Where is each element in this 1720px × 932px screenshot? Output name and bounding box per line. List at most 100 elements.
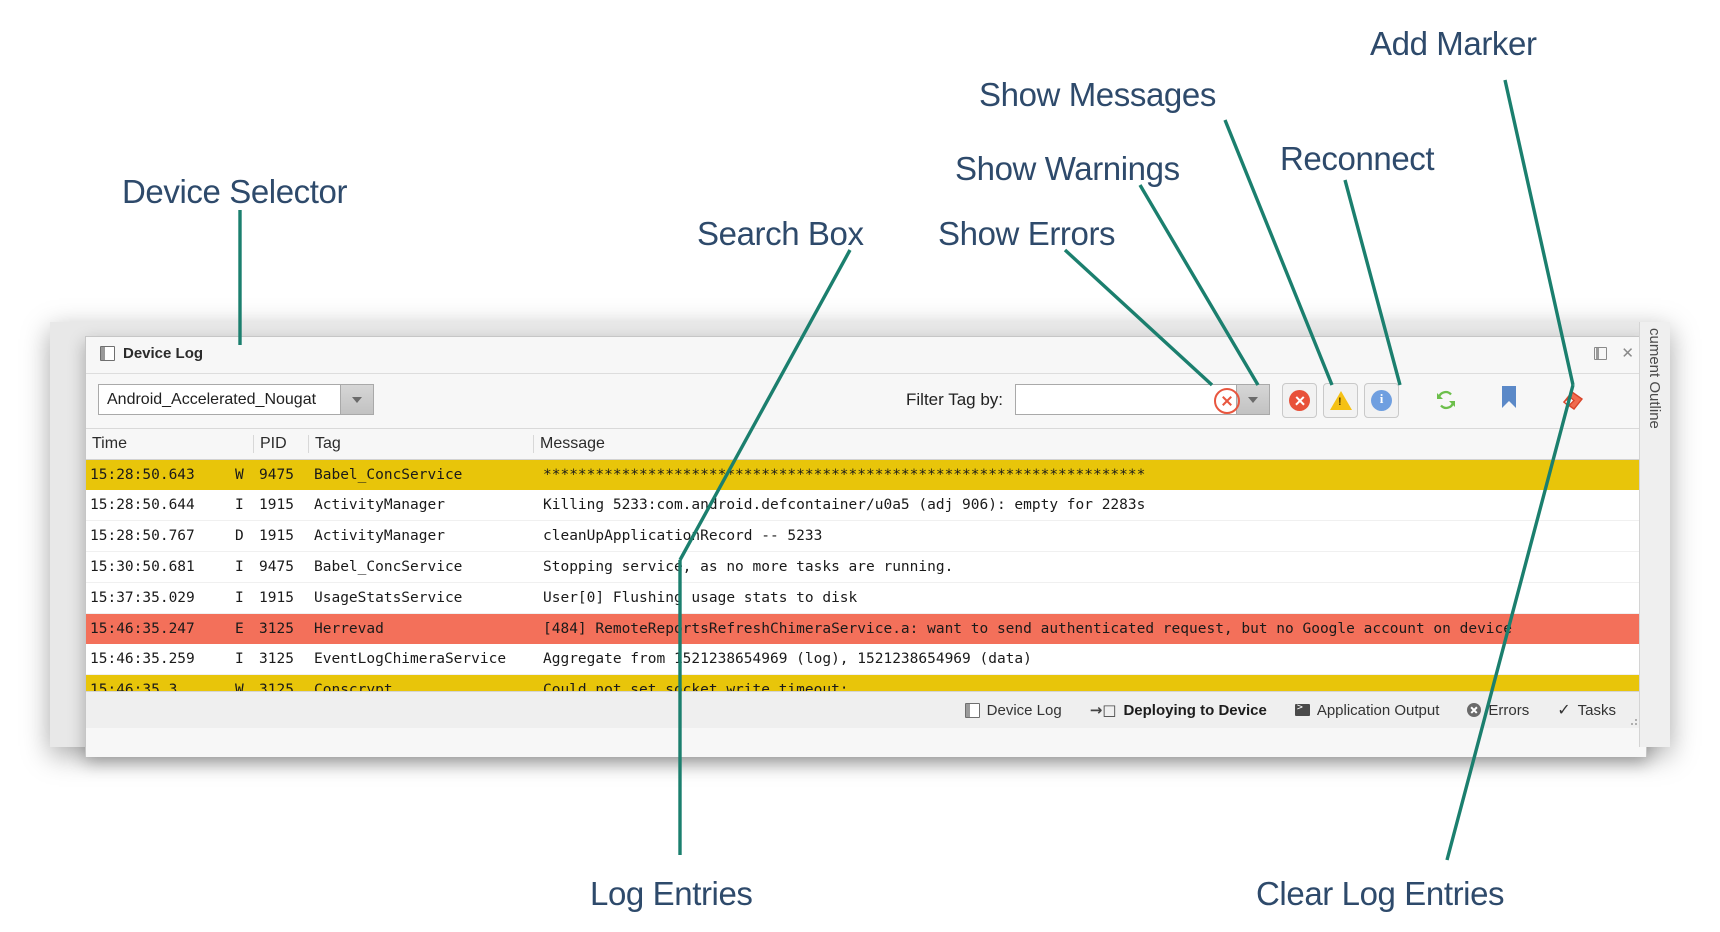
annotation-show-errors: Show Errors (938, 215, 1116, 252)
log-cell-message: ****************************************… (543, 467, 1146, 483)
bookmark-icon (1502, 386, 1516, 408)
log-cell-message: Aggregate from 1521238654969 (log), 1521… (543, 651, 1032, 667)
annotation-add-marker: Add Marker (1370, 25, 1537, 62)
log-cell-message: cleanUpApplicationRecord -- 5233 (543, 528, 823, 544)
status-item-device-log[interactable]: Device Log (964, 701, 1062, 719)
device-log-toolbar: Android_Accelerated_Nougat Filter Tag by… (86, 374, 1646, 429)
log-cell-time: 15:46:35.259 (90, 651, 195, 667)
log-cell-time: 15:46:35.3 (90, 682, 178, 691)
show-messages-button[interactable] (1364, 383, 1399, 418)
status-item-label: Errors (1488, 701, 1530, 719)
log-cell-level: I (235, 590, 244, 606)
log-cell-tag: Babel_ConcService (314, 467, 463, 483)
status-bar: Device Log →□ Deploying to Device Applic… (86, 691, 1646, 728)
log-cell-time: 15:28:50.643 (90, 467, 195, 483)
deploy-icon: →□ (1089, 701, 1117, 719)
log-cell-message: Stopping service, as no more tasks are r… (543, 559, 954, 575)
log-cell-pid: 3125 (259, 651, 294, 667)
status-item-tasks[interactable]: ✓ Tasks (1557, 700, 1616, 720)
annotation-show-messages: Show Messages (979, 76, 1216, 113)
log-cell-message: User[0] Flushing usage stats to disk (543, 590, 858, 606)
log-cell-pid: 1915 (259, 497, 294, 513)
log-cell-time: 15:28:50.767 (90, 528, 195, 544)
console-icon (1294, 702, 1310, 716)
annotation-show-warnings: Show Warnings (955, 150, 1180, 187)
log-cell-tag: Conscrypt (314, 682, 393, 691)
filter-chevron-down-icon[interactable] (1236, 385, 1270, 414)
annotation-clear-log-entries: Clear Log Entries (1256, 875, 1505, 912)
panel-window-controls: ✕ (1594, 345, 1634, 362)
log-cell-tag: ActivityManager (314, 528, 445, 544)
show-warnings-button[interactable] (1323, 383, 1358, 418)
document-outline-strip[interactable]: cument Outline (1639, 322, 1670, 747)
log-cell-pid: 3125 (259, 682, 294, 691)
column-header-tag[interactable]: Tag (308, 435, 533, 453)
panel-title: Device Log (100, 345, 203, 362)
reconnect-button[interactable] (1434, 388, 1458, 412)
log-table-header: Time PID Tag Message (86, 429, 1646, 460)
log-cell-pid: 1915 (259, 590, 294, 606)
log-cell-tag: Herrevad (314, 621, 384, 637)
log-cell-level: I (235, 559, 244, 575)
chevron-down-icon[interactable] (340, 385, 373, 414)
annotation-device-selector: Device Selector (122, 173, 348, 210)
status-item-application-output[interactable]: Application Output (1294, 701, 1440, 719)
log-cell-pid: 3125 (259, 621, 294, 637)
device-log-tool-window: Device Log ✕ Android_Accelerated_Nougat … (85, 336, 1647, 757)
show-errors-button[interactable] (1282, 383, 1317, 418)
log-cell-time: 15:30:50.681 (90, 559, 195, 575)
panel-icon (100, 346, 115, 361)
log-cell-message: Killing 5233:com.android.defcontainer/u0… (543, 497, 1146, 513)
log-cell-time: 15:28:50.644 (90, 497, 195, 513)
errors-icon (1467, 703, 1482, 717)
status-item-label: Application Output (1316, 701, 1440, 719)
status-item-deploying-to-device[interactable]: →□ Deploying to Device (1090, 701, 1267, 719)
clear-filter-button[interactable] (1214, 388, 1240, 419)
annotation-reconnect: Reconnect (1280, 140, 1435, 177)
device-selector[interactable]: Android_Accelerated_Nougat (98, 384, 374, 415)
log-cell-level: W (235, 467, 244, 483)
document-outline-label: cument Outline (1646, 328, 1663, 429)
log-cell-level: D (235, 528, 244, 544)
log-cell-time: 15:37:35.029 (90, 590, 195, 606)
panel-title-label: Device Log (123, 345, 204, 362)
device-log-icon (964, 702, 980, 718)
annotation-search-box: Search Box (697, 215, 864, 252)
panel-title-bar: Device Log ✕ (86, 337, 1646, 374)
log-cell-tag: Babel_ConcService (314, 559, 463, 575)
log-cell-message: Could not set socket write timeout: (543, 682, 849, 691)
annotation-log-entries: Log Entries (590, 875, 753, 912)
log-cell-time: 15:46:35.247 (90, 621, 195, 637)
search-input[interactable] (1016, 385, 1237, 414)
circle-x-icon (1214, 388, 1240, 414)
device-selector-value: Android_Accelerated_Nougat (107, 390, 317, 408)
ide-window: Device Log ✕ Android_Accelerated_Nougat … (50, 322, 1670, 757)
log-cell-tag: UsageStatsService (314, 590, 463, 606)
log-cell-message: [484] RemoteReportsRefreshChimeraService… (543, 621, 1513, 637)
close-icon[interactable]: ✕ (1621, 345, 1634, 362)
warning-icon (1329, 391, 1352, 410)
toolbar-action-icons (1434, 386, 1586, 413)
status-item-errors[interactable]: Errors (1467, 702, 1529, 719)
filter-tag-label: Filter Tag by: (906, 389, 1004, 409)
clear-log-button[interactable] (1560, 388, 1586, 412)
status-item-label: Tasks (1577, 701, 1616, 719)
status-item-label: Device Log (986, 701, 1062, 719)
column-header-message[interactable]: Message (533, 435, 1646, 453)
restore-icon[interactable] (1594, 347, 1608, 360)
table-row[interactable]: 15:37:35.029 I 1915 UsageStatsService User[0… (86, 583, 1646, 614)
column-header-pid[interactable]: PID (253, 435, 308, 453)
log-cell-level: I (235, 651, 244, 667)
add-marker-button[interactable] (1502, 386, 1516, 413)
column-header-time[interactable]: Time (92, 435, 127, 452)
error-icon (1289, 390, 1310, 411)
